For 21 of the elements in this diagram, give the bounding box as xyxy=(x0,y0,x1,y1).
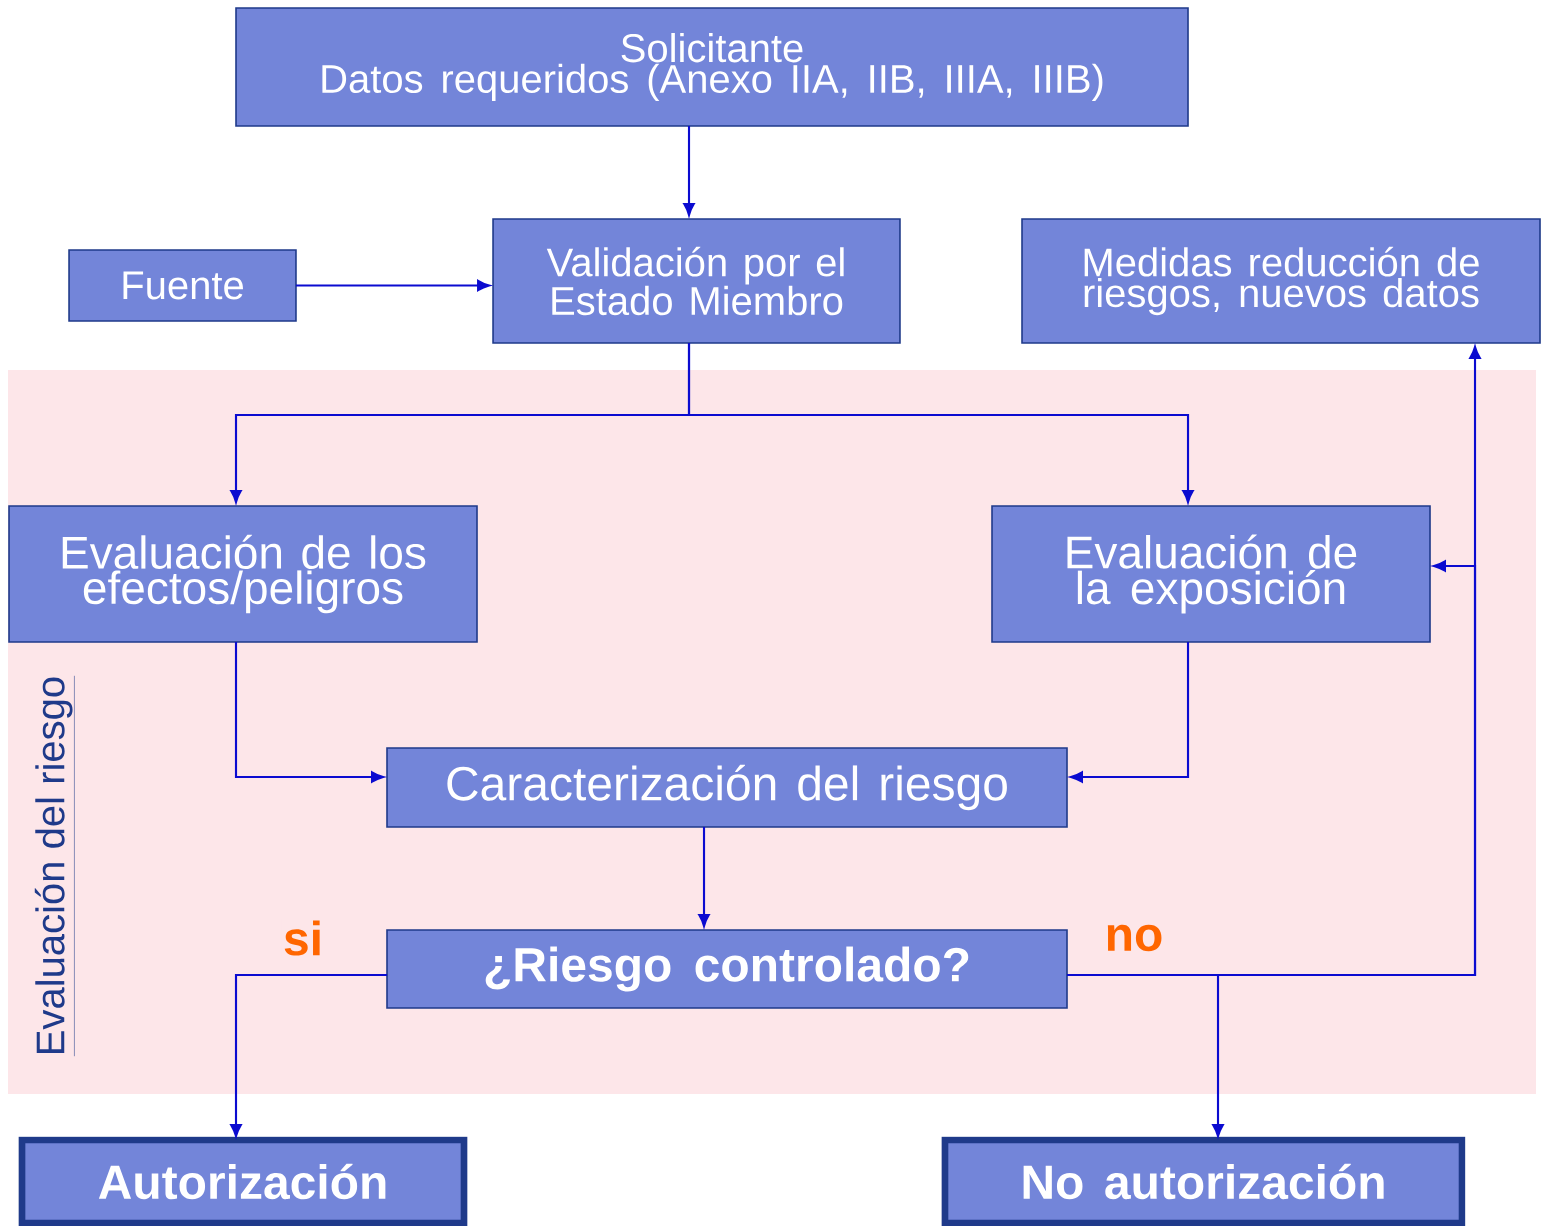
arrow xyxy=(1069,642,1190,783)
process-box: Solicitante Datos requeridos (Anexo IIA, IIB, IIIA, IIIB) xyxy=(235,7,1189,127)
process-box: Validación por el Estado Miembro xyxy=(492,218,901,344)
arrow xyxy=(687,343,1194,504)
arrow xyxy=(1067,560,1477,977)
edge-label: si xyxy=(281,919,325,957)
arrow xyxy=(683,126,695,217)
process-box: Evaluación de los efectos/peligros xyxy=(8,505,478,643)
process-box: ¿Riesgo controlado? xyxy=(386,929,1068,1009)
process-box: Medidas reducción de riesgos, nuevos datos xyxy=(1021,218,1541,344)
process-box: Fuente xyxy=(68,249,297,322)
process-box: Caracterización del riesgo xyxy=(386,747,1068,828)
outcome-box: No autorización xyxy=(941,1136,1466,1226)
arrow xyxy=(295,279,491,292)
rotated-label: Evaluación del riesgo xyxy=(34,675,75,1057)
edge-label: no xyxy=(1103,923,1165,953)
arrow xyxy=(230,973,387,1138)
outcome-box: Autorización xyxy=(18,1136,468,1226)
process-box: Evaluación de la exposición xyxy=(991,505,1431,643)
arrow xyxy=(698,826,710,928)
arrow xyxy=(234,642,385,783)
